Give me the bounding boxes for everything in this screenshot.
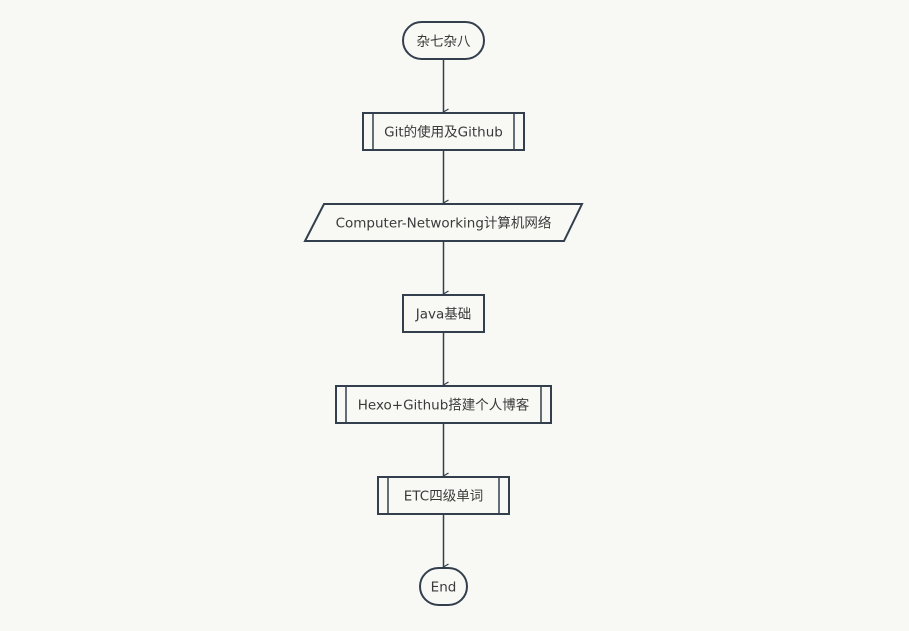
node-label: Java基础	[415, 306, 472, 323]
node-git[interactable]: Git的使用及Github	[362, 112, 525, 151]
terminal-shape	[402, 21, 485, 60]
node-hexo[interactable]: Hexo+Github搭建个人博客	[335, 385, 552, 424]
subroutine-shape	[362, 112, 525, 151]
node-start[interactable]: 杂七杂八	[402, 21, 485, 60]
node-label: Computer-Networking计算机网络	[336, 216, 552, 232]
subroutine-shape	[377, 476, 510, 515]
node-label: Git的使用及Github	[384, 124, 503, 141]
parallelogram-shape	[303, 203, 584, 242]
process-shape	[402, 294, 485, 333]
node-etc[interactable]: ETC四级单词	[377, 476, 510, 515]
node-label: ETC四级单词	[404, 489, 483, 505]
node-label: End	[431, 580, 457, 596]
terminal-shape	[419, 567, 468, 606]
subroutine-shape	[335, 385, 552, 424]
node-end[interactable]: End	[419, 567, 468, 606]
node-label: 杂七杂八	[417, 34, 471, 50]
node-network[interactable]: Computer-Networking计算机网络	[303, 203, 584, 242]
node-label: Hexo+Github搭建个人博客	[358, 397, 530, 414]
node-java[interactable]: Java基础	[402, 294, 485, 333]
